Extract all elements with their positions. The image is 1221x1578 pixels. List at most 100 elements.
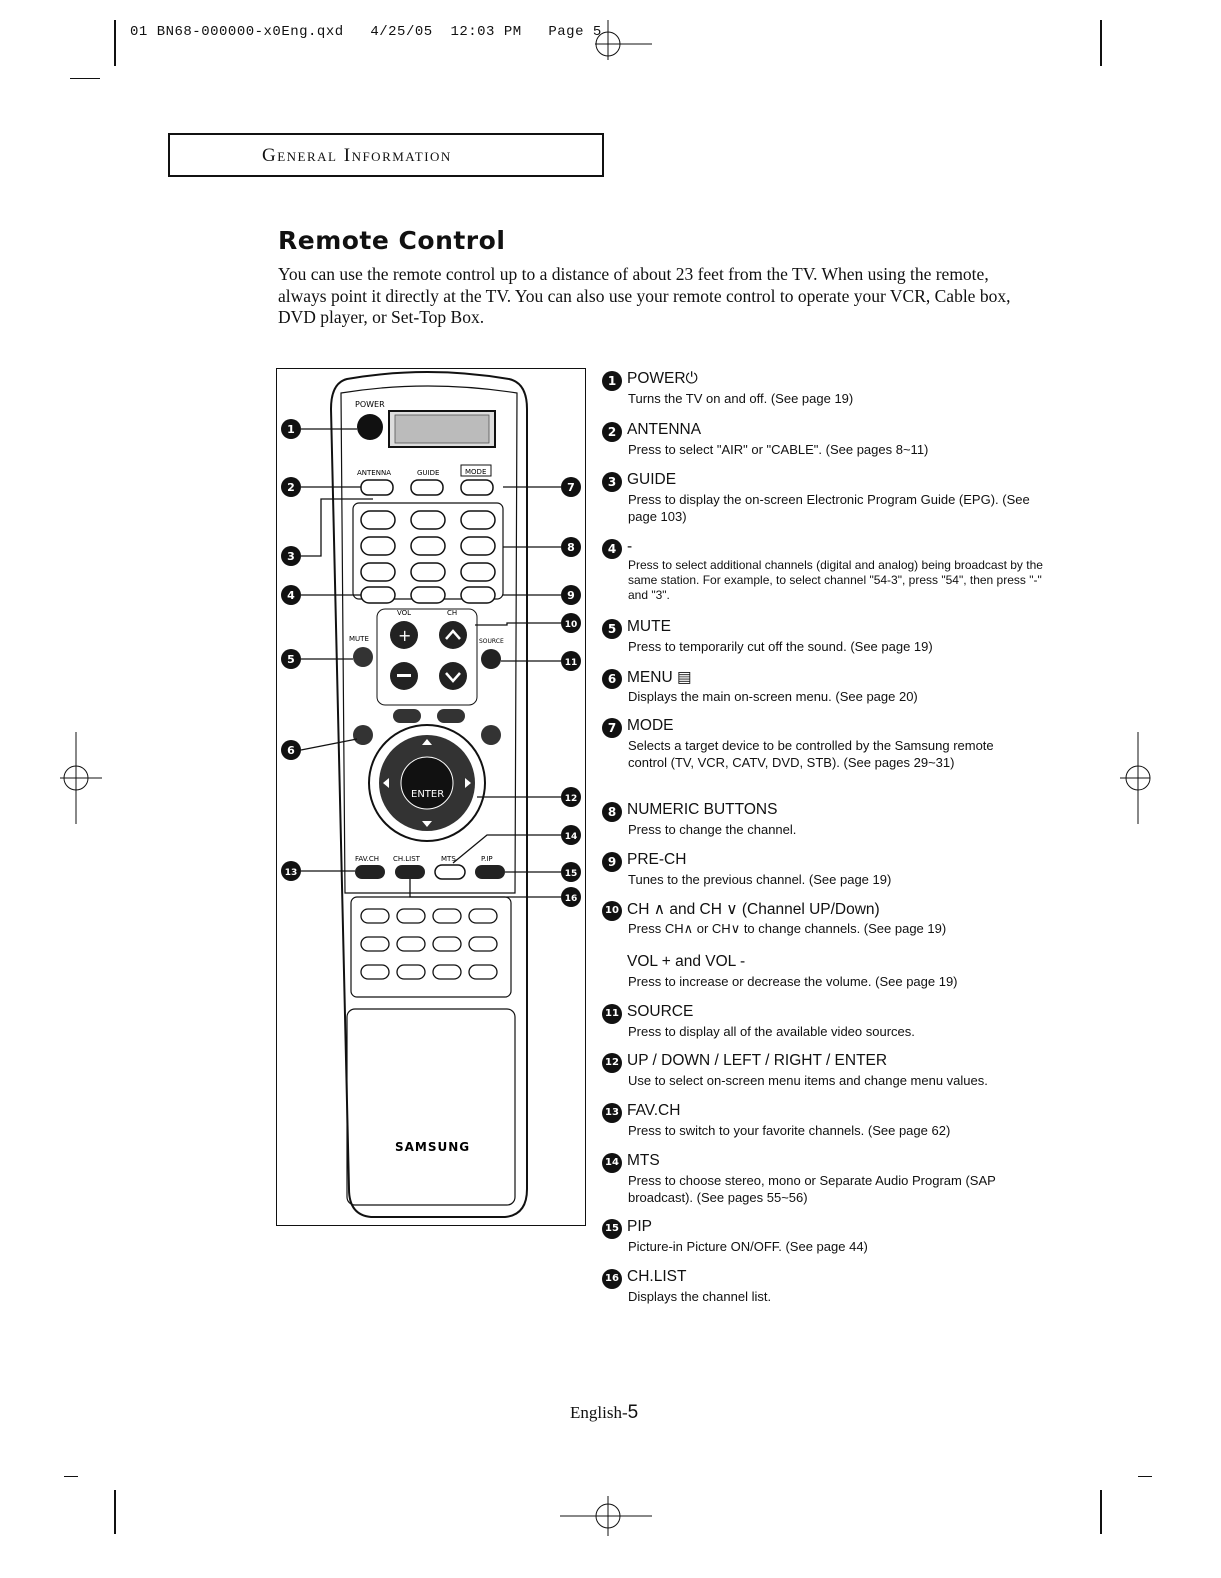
item-number: 12 <box>602 1053 622 1073</box>
source-label: SOURCE <box>479 638 504 645</box>
callout-14: 14 <box>565 832 578 842</box>
file-slug: 01 BN68-000000-x0Eng.qxd 4/25/05 12:03 P… <box>130 24 602 40</box>
item-text: Press to switch to your favorite channel… <box>628 1123 951 1138</box>
crop-mark <box>1100 1490 1102 1534</box>
antenna-label: ANTENNA <box>357 469 391 477</box>
intro-paragraph: You can use the remote control up to a d… <box>278 264 1011 327</box>
footer-page: 5 <box>627 1402 639 1423</box>
item-text: Press to increase or decrease the volume… <box>628 974 958 989</box>
item-number: 14 <box>602 1153 622 1173</box>
power-label: POWER <box>355 400 385 409</box>
item-number: 15 <box>602 1219 622 1239</box>
item-number: 11 <box>602 1004 622 1024</box>
callout-5: 5 <box>287 653 295 666</box>
item-number: 9 <box>602 852 622 872</box>
item-title: MENU ▤ <box>627 669 692 686</box>
item-text: Press to select "AIR" or "CABLE". (See p… <box>628 442 929 457</box>
item-number: 3 <box>602 472 622 492</box>
item-number: 2 <box>602 422 622 442</box>
section-header: General Information <box>168 133 604 177</box>
svg-text:+: + <box>398 626 411 645</box>
item-number: 13 <box>602 1103 622 1123</box>
item-title: FAV.CH <box>627 1102 681 1119</box>
item-text: Displays the channel list. <box>628 1289 772 1304</box>
registration-mark-icon <box>595 20 652 60</box>
item-number: 7 <box>602 718 622 738</box>
callout-8: 8 <box>567 541 575 554</box>
ch-label: CH <box>447 609 457 617</box>
vol-label: VOL <box>397 609 411 617</box>
item-text: Tunes to the previous channel. (See page… <box>628 872 892 887</box>
mode-label: MODE <box>465 468 486 476</box>
item-title: MTS <box>627 1152 660 1169</box>
item-title: GUIDE <box>627 471 677 488</box>
crop-mark <box>114 1490 116 1534</box>
item-title: PRE-CH <box>627 851 687 868</box>
remote-figure: POWER ANTENNA GUIDE MODE VOL CH + MUTE S… <box>276 368 586 1226</box>
crop-mark <box>1100 20 1102 66</box>
callout-13: 13 <box>285 868 298 878</box>
callout-12: 12 <box>565 794 578 804</box>
callout-3: 3 <box>287 550 295 563</box>
registration-mark-icon <box>560 1496 652 1536</box>
crop-mark <box>1138 1476 1152 1477</box>
item-number: 10 <box>602 901 622 921</box>
guide-label: GUIDE <box>417 469 439 477</box>
item-title: UP / DOWN / LEFT / RIGHT / ENTER <box>627 1052 888 1069</box>
item-title: NUMERIC BUTTONS <box>627 801 778 818</box>
callout-16: 16 <box>565 894 578 904</box>
item-title: CH.LIST <box>627 1268 687 1285</box>
crop-mark <box>114 20 116 66</box>
item-title: ANTENNA <box>627 421 702 438</box>
item-number: 5 <box>602 619 622 639</box>
item-text: Press to temporarily cut off the sound. … <box>628 639 933 654</box>
callout-4: 4 <box>287 589 295 602</box>
callout-9: 9 <box>567 589 575 602</box>
item-text: Turns the TV on and off. (See page 19) <box>628 391 854 406</box>
registration-mark-icon <box>60 732 102 824</box>
item-number: 8 <box>602 802 622 822</box>
mute-label: MUTE <box>349 635 369 643</box>
registration-mark-icon <box>1120 732 1151 824</box>
item-title: PIP <box>627 1218 652 1235</box>
item-number: 16 <box>602 1269 622 1289</box>
section-title: General Information <box>262 145 452 166</box>
page-title: Remote Control <box>278 226 506 255</box>
enter-label: ENTER <box>411 789 444 800</box>
footer-prefix: English- <box>570 1403 628 1422</box>
crop-mark <box>70 78 100 79</box>
item-text: Selects a target device to be controlled… <box>628 738 994 770</box>
callout-6: 6 <box>287 744 295 757</box>
chlist-label: CH.LIST <box>393 855 421 863</box>
item-text: Displays the main on-screen menu. (See p… <box>628 689 918 704</box>
item-number: 4 <box>602 539 622 559</box>
item-text: Press to choose stereo, mono or Separate… <box>628 1173 996 1205</box>
page-number: English-5 <box>570 1402 638 1424</box>
item-title: MUTE <box>627 618 671 635</box>
item-text: Press to change the channel. <box>628 822 797 837</box>
item-title: POWER⏻ <box>627 370 698 387</box>
item-title: SOURCE <box>627 1003 694 1020</box>
brand-logo: SAMSUNG <box>395 1140 470 1154</box>
item-text: Press to select additional channels (dig… <box>628 558 1043 602</box>
callout-2: 2 <box>287 481 295 494</box>
item-title: - <box>627 538 633 555</box>
callout-11: 11 <box>565 658 578 668</box>
crop-mark <box>64 1476 78 1477</box>
item-title: VOL + and VOL - <box>627 953 746 970</box>
callout-7: 7 <box>567 481 575 494</box>
item-title: CH ∧ and CH ∨ (Channel UP/Down) <box>627 901 880 918</box>
item-number: 1 <box>602 371 622 391</box>
mts-label: MTS <box>441 855 456 863</box>
callout-15: 15 <box>565 869 578 879</box>
remote-control-illustration: POWER ANTENNA GUIDE MODE VOL CH + MUTE S… <box>281 371 581 1218</box>
item-text: Picture-in Picture ON/OFF. (See page 44) <box>628 1239 868 1254</box>
pip-label: P.IP <box>481 855 493 863</box>
item-text: Press to display all of the available vi… <box>628 1024 915 1039</box>
item-text: Press CH∧ or CH∨ to change channels. (Se… <box>628 921 947 936</box>
item-text: Use to select on-screen menu items and c… <box>628 1073 988 1088</box>
favch-label: FAV.CH <box>355 855 379 863</box>
callout-1: 1 <box>287 423 295 436</box>
callout-10: 10 <box>565 620 578 630</box>
item-number: 6 <box>602 669 622 689</box>
